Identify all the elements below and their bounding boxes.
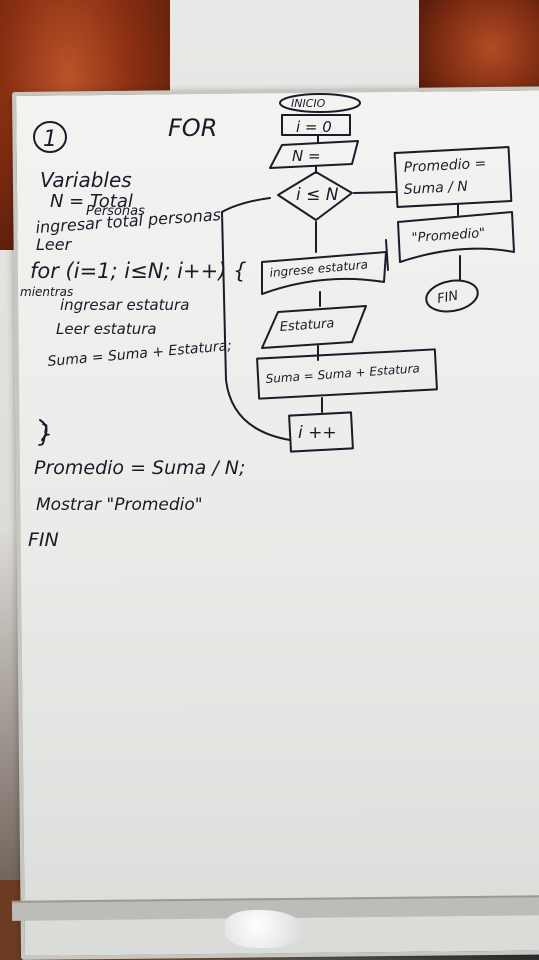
prompt-document bbox=[261, 251, 387, 295]
note-line: N = Total bbox=[50, 191, 133, 212]
fc-end-text: FIN bbox=[436, 288, 460, 306]
loop-arrow bbox=[221, 197, 291, 441]
fc-increment-text: i ++ bbox=[298, 423, 337, 443]
heading-for: FOR bbox=[168, 114, 217, 142]
fc-init-text: i = 0 bbox=[296, 118, 332, 136]
init-box bbox=[281, 114, 351, 136]
note-line: Mostrar "Promedio" bbox=[36, 495, 203, 515]
note-line: mientras bbox=[20, 285, 73, 299]
number-circle bbox=[33, 121, 67, 153]
fc-input-text: N = bbox=[292, 147, 321, 165]
decision-diamond bbox=[277, 171, 353, 221]
note-line: Personas bbox=[86, 204, 145, 219]
fc-output-text: "Promedio" bbox=[411, 226, 485, 246]
fc-average-line-2: Suma / N bbox=[403, 179, 468, 198]
note-line: Leer bbox=[36, 235, 73, 254]
fc-decision-text: i ≤ N bbox=[296, 185, 339, 205]
fc-process-text: Suma = Suma + Estatura bbox=[265, 361, 420, 386]
output-document bbox=[397, 211, 515, 263]
fc-average-line-1: Promedio = bbox=[403, 156, 486, 176]
paper-eraser bbox=[225, 910, 305, 948]
note-line: } bbox=[38, 420, 53, 448]
section-number: 1 bbox=[43, 127, 57, 152]
start-terminal bbox=[279, 93, 361, 113]
fc-start-text: INICIO bbox=[291, 97, 326, 110]
fc-read-text: Estatura bbox=[279, 316, 335, 335]
process-box bbox=[256, 348, 438, 400]
note-line: Suma = Suma + Estatura; bbox=[47, 338, 233, 370]
end-terminal bbox=[425, 279, 479, 313]
note-line: FIN bbox=[28, 529, 59, 551]
increment-box bbox=[288, 411, 354, 453]
input-n-parallelogram bbox=[269, 140, 359, 169]
note-line: Promedio = Suma / N; bbox=[34, 457, 245, 479]
average-box bbox=[393, 146, 513, 208]
note-line: Variables bbox=[40, 168, 132, 192]
read-parallelogram bbox=[261, 305, 367, 349]
note-line: Leer estatura bbox=[56, 320, 157, 338]
note-line: for (i=1; i≤N; i++) { bbox=[30, 259, 246, 283]
note-line: ingresar estatura bbox=[60, 296, 189, 314]
